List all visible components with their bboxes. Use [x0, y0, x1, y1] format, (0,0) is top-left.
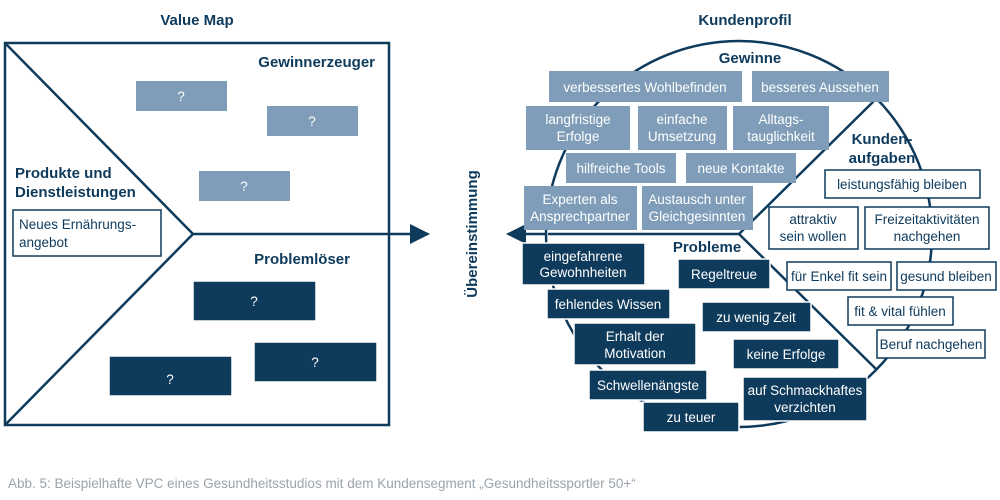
- products-label-line2: Dienstleistungen: [15, 184, 136, 201]
- gain-creator-placeholder: ?: [199, 171, 290, 201]
- svg-text:?: ?: [166, 372, 174, 387]
- pain-box: keine Erfolge: [732, 338, 840, 370]
- svg-text:Alltags-: Alltags-: [758, 112, 803, 127]
- svg-text:Gleichgesinnten: Gleichgesinnten: [649, 209, 746, 224]
- pain-box: Regeltreue: [677, 258, 771, 290]
- pain-box: auf Schmackhaftes verzichten: [742, 376, 868, 422]
- products-label-line1: Produkte und: [15, 165, 112, 182]
- svg-text:keine Erfolge: keine Erfolge: [747, 347, 826, 362]
- pain-box: fehlendes Wissen: [546, 288, 671, 320]
- svg-text:attraktiv: attraktiv: [789, 212, 837, 227]
- svg-text:hilfreiche Tools: hilfreiche Tools: [576, 161, 665, 176]
- gain-box: verbessertes Wohlbefinden: [549, 71, 742, 102]
- svg-text:auf Schmackhaftes: auf Schmackhaftes: [748, 383, 863, 398]
- gain-box: hilfreiche Tools: [566, 153, 676, 183]
- gains-title: Gewinne: [719, 50, 782, 67]
- customer-profile-title: Kundenprofil: [698, 12, 791, 29]
- svg-text:?: ?: [240, 179, 248, 194]
- job-box: Beruf nachgehen: [876, 329, 986, 359]
- job-box: fit & vital fühlen: [847, 296, 954, 326]
- job-box: attraktiv sein wollen: [768, 206, 859, 250]
- job-box: leistungsfähig bleiben: [824, 169, 981, 199]
- pain-box: eingefahrene Gewohnheiten: [521, 242, 646, 286]
- pain-reliever-placeholder: ?: [253, 341, 378, 383]
- svg-text:zu teuer: zu teuer: [667, 410, 716, 425]
- jobs-title-line2: aufgaben: [849, 150, 916, 167]
- svg-text:Erhalt der: Erhalt der: [606, 329, 665, 344]
- svg-text:tauglichkeit: tauglichkeit: [747, 129, 815, 144]
- svg-text:Beruf nachgehen: Beruf nachgehen: [880, 337, 983, 352]
- product-box: Neues Ernährungs- angebot: [12, 209, 162, 257]
- product-box-line2: angebot: [19, 235, 68, 250]
- svg-text:?: ?: [311, 355, 319, 370]
- svg-text:Freizeitaktivitäten: Freizeitaktivitäten: [874, 212, 979, 227]
- gain-creator-placeholder: ?: [267, 106, 358, 136]
- gain-box: Alltags- tauglichkeit: [733, 106, 829, 150]
- pain-box: zu teuer: [642, 401, 740, 433]
- svg-text:verzichten: verzichten: [774, 400, 836, 415]
- svg-text:für Enkel fit sein: für Enkel fit sein: [791, 269, 887, 284]
- svg-text:langfristige: langfristige: [545, 112, 610, 127]
- pain-reliever-placeholder: ?: [192, 280, 317, 322]
- figure-caption: Abb. 5: Beispielhafte VPC eines Gesundhe…: [8, 476, 636, 491]
- svg-text:fehlendes Wissen: fehlendes Wissen: [555, 297, 662, 312]
- pains-title: Probleme: [673, 239, 741, 256]
- svg-text:Ansprechpartner: Ansprechpartner: [530, 209, 630, 224]
- svg-text:fit & vital fühlen: fit & vital fühlen: [854, 304, 946, 319]
- svg-text:?: ?: [177, 89, 185, 104]
- job-box: Freizeitaktivitäten nachgehen: [864, 206, 990, 250]
- job-box: gesund bleiben: [896, 261, 997, 291]
- value-map-title: Value Map: [160, 12, 233, 29]
- pain-relievers-label: Problemlöser: [254, 251, 350, 268]
- product-box-line1: Neues Ernährungs-: [19, 217, 136, 232]
- gain-box: besseres Aussehen: [752, 71, 889, 102]
- svg-text:verbessertes Wohlbefinden: verbessertes Wohlbefinden: [563, 80, 726, 95]
- svg-text:Regeltreue: Regeltreue: [691, 267, 757, 282]
- svg-text:einfache: einfache: [656, 112, 707, 127]
- svg-text:Austausch unter: Austausch unter: [648, 192, 746, 207]
- gain-box: Austausch unter Gleichgesinnten: [642, 186, 753, 230]
- pain-box: Erhalt der Motivation: [573, 322, 697, 366]
- svg-text:leistungsfähig bleiben: leistungsfähig bleiben: [837, 177, 967, 192]
- pain-box: zu wenig Zeit: [701, 301, 812, 333]
- jobs-title-line1: Kunden-: [852, 131, 913, 148]
- pain-reliever-placeholder: ?: [108, 355, 233, 397]
- svg-text:nachgehen: nachgehen: [894, 229, 961, 244]
- svg-text:eingefahrene: eingefahrene: [544, 249, 623, 264]
- job-box: für Enkel fit sein: [786, 261, 892, 291]
- gain-creator-placeholder: ?: [136, 81, 227, 111]
- gain-box: einfache Umsetzung: [638, 106, 727, 150]
- svg-text:besseres Aussehen: besseres Aussehen: [761, 80, 879, 95]
- gain-box: Experten als Ansprechpartner: [524, 186, 637, 230]
- svg-text:Umsetzung: Umsetzung: [648, 129, 716, 144]
- svg-text:Erfolge: Erfolge: [557, 129, 600, 144]
- gain-creators-label: Gewinnerzeuger: [258, 54, 375, 71]
- svg-text:?: ?: [250, 294, 258, 309]
- svg-text:sein wollen: sein wollen: [780, 229, 847, 244]
- gain-box: langfristige Erfolge: [526, 106, 630, 150]
- svg-text:Schwellenängste: Schwellenängste: [597, 378, 699, 393]
- svg-text:gesund bleiben: gesund bleiben: [900, 269, 992, 284]
- gain-box: neue Kontakte: [686, 153, 796, 183]
- svg-text:Motivation: Motivation: [604, 346, 666, 361]
- pain-box: Schwellenängste: [588, 369, 708, 401]
- svg-text:?: ?: [308, 114, 316, 129]
- fit-label: Übereinstimmung: [464, 170, 481, 298]
- svg-text:zu wenig Zeit: zu wenig Zeit: [716, 310, 796, 325]
- svg-text:neue Kontakte: neue Kontakte: [697, 161, 784, 176]
- svg-text:Gewohnheiten: Gewohnheiten: [539, 265, 626, 280]
- svg-text:Experten als: Experten als: [542, 192, 617, 207]
